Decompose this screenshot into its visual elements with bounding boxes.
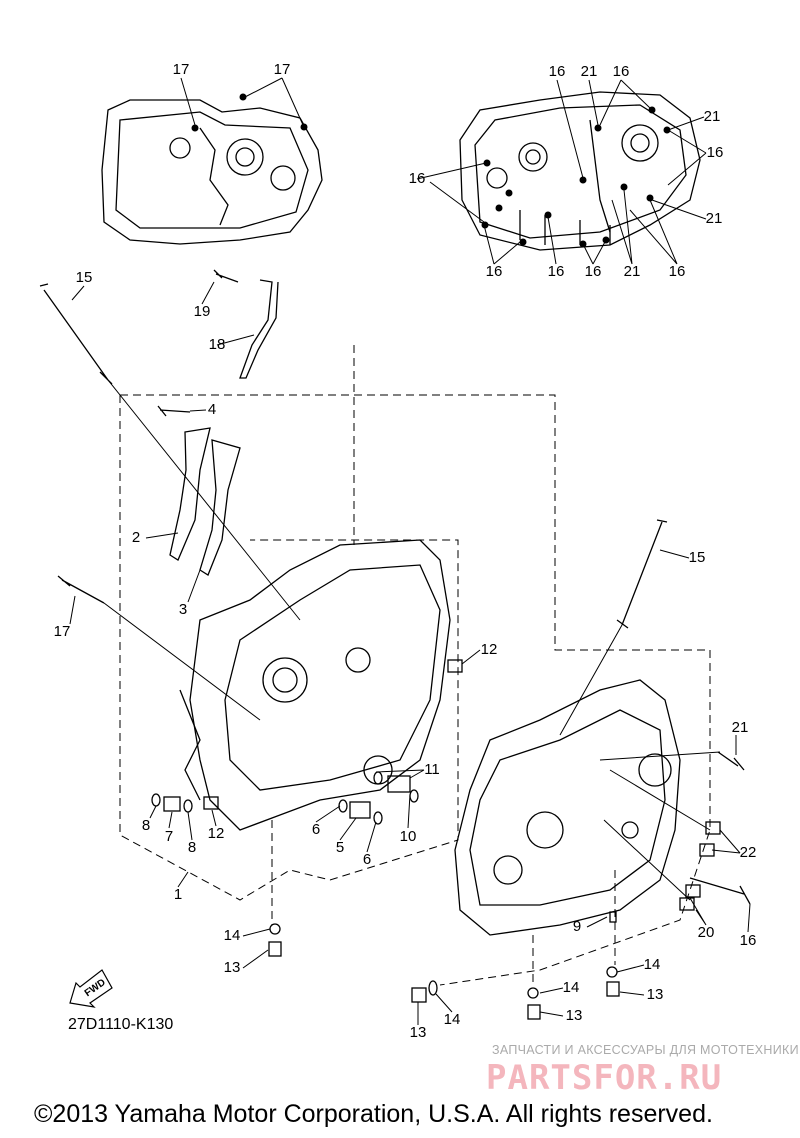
part-callout: 16 [585,263,602,280]
part-callout: 16 [740,932,757,949]
crankcase-right [454,679,681,936]
crankcase-left [189,539,451,831]
stud-bolt-right [616,519,668,629]
dowel-pin-12b [203,796,219,810]
part-callout: 5 [336,839,344,856]
dowel-22b [699,843,715,857]
cover-gasket-2 [169,427,211,561]
bolt-21 [717,751,745,771]
chain-guide-18 [239,279,279,379]
part-callout: 9 [573,918,581,935]
dowel-pin-12a [447,659,463,673]
part-callout: 21 [732,719,749,736]
part-callout: 21 [624,263,641,280]
part-callout: 6 [312,821,320,838]
part-callout: 10 [400,828,417,845]
part-callout: 18 [209,336,226,353]
dowel-20a [685,884,701,898]
part-callout: 2 [132,529,140,546]
fwd-label: FWD [83,977,108,999]
part-callout: 7 [165,828,173,845]
cover-gasket-3 [199,439,241,576]
stud-bolt-left [39,283,113,385]
part-callout: 14 [563,979,580,996]
part-callout: 21 [704,108,721,125]
bushing-10 [387,775,411,793]
bolt-17 [57,575,105,604]
part-callout: 22 [740,844,757,861]
part-callout: 16 [707,144,724,161]
bolt-4 [157,405,191,417]
part-callout: 16 [549,63,566,80]
part-callout: 14 [224,927,241,944]
part-callout: 3 [179,601,187,618]
part-callout: 13 [566,1007,583,1024]
part-callout: 15 [689,549,706,566]
part-callout: 12 [208,825,225,842]
part-callout: 6 [363,851,371,868]
part-callout: 8 [188,839,196,856]
part-callout: 13 [647,986,664,1003]
part-callout: 11 [424,761,440,778]
dowel-22a [705,821,721,835]
bolt-16 [689,877,751,905]
watermark-tagline: ЗАПЧАСТИ И АКСЕССУАРЫ ДЛЯ МОТОТЕХНИКИ [492,1043,799,1057]
copyright-footer: ©2013 Yamaha Motor Corporation, U.S.A. A… [34,1100,713,1128]
part-callout: 4 [208,401,216,418]
part-callout: 13 [224,959,241,976]
part-callout: 17 [173,61,190,78]
bushing-5 [349,801,371,819]
part-callout: 16 [669,263,686,280]
part-callout: 14 [444,1011,461,1028]
fwd-arrow-icon: FWD [69,969,113,1008]
part-callout: 13 [410,1024,427,1041]
part-callout: 17 [54,623,71,640]
part-callout: 21 [581,63,598,80]
part-callout: 19 [194,303,211,320]
diagram-code: 27D1110-K130 [68,1016,174,1033]
part-callout: 8 [142,817,150,834]
part-callout: 14 [644,956,661,973]
part-callout: 12 [481,641,498,658]
part-callout: 17 [274,61,291,78]
part-callout: 16 [409,170,426,187]
crankcase-left-top-view [101,99,323,245]
bolt-19 [213,269,239,283]
part-callout: 16 [613,63,630,80]
part-callout: 21 [706,210,723,227]
crankcase-right-top-view [459,91,701,251]
watermark-brand: PARTSFOR.RU [486,1058,723,1098]
part-callout: 1 [174,886,182,903]
part-callout: 15 [76,269,93,286]
bushing-7 [163,796,181,812]
part-callout: 16 [486,263,503,280]
part-callout: 16 [548,263,565,280]
part-callout: 20 [698,924,715,941]
